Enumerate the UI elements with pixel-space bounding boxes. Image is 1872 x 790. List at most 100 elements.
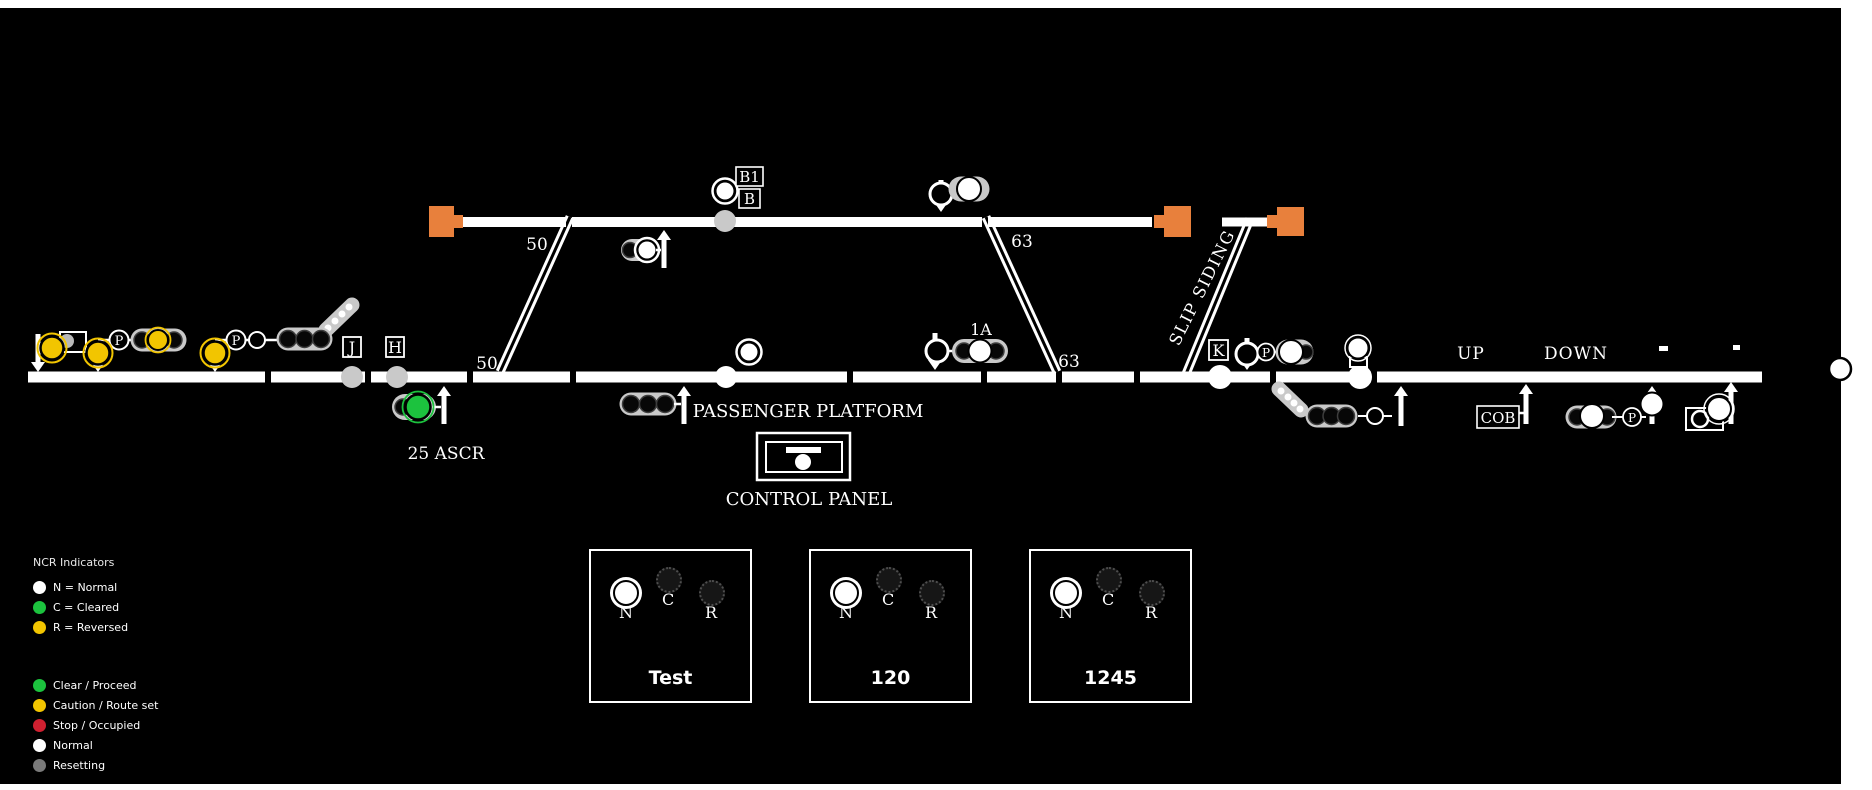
ncr-lamp-r[interactable]: [919, 580, 945, 606]
legend-item: Resetting: [33, 755, 158, 775]
ncr-panel-name: Test: [648, 667, 693, 689]
ncr-panel-name: 120: [870, 667, 911, 689]
label-points-50-upper: 50: [526, 235, 548, 255]
legend-dot-yellow-icon: [33, 698, 46, 712]
legend-dot-green-icon: [33, 600, 46, 614]
down-arrow-icon: [31, 362, 45, 372]
lamp-platform-upper[interactable]: [735, 338, 763, 366]
ncr-lamp-c-label: C: [1102, 590, 1115, 609]
signal-upper-right[interactable]: [928, 176, 990, 212]
ncr-lamp-r[interactable]: [1139, 580, 1165, 606]
crossover-63[interactable]: [981, 215, 1062, 374]
ncr-lamp-c[interactable]: [1096, 567, 1122, 593]
signal-1a[interactable]: 1A: [924, 320, 1008, 370]
label-points-50-lower: 50: [476, 354, 498, 374]
white-aspect: [1278, 339, 1304, 365]
yellow-aspect: [147, 329, 169, 351]
slip-siding-track[interactable]: [1181, 217, 1268, 376]
up-arrow-icon: [1394, 386, 1408, 396]
signal-upper-mid[interactable]: [621, 230, 672, 268]
ncr-panel-120: N C R 120: [809, 549, 972, 703]
signal-k[interactable]: P: [1234, 338, 1314, 370]
p-indicator: P: [115, 334, 124, 349]
signal-right-2[interactable]: P: [1565, 386, 1665, 429]
legend-item: Clear / Proceed: [33, 675, 158, 695]
yellow-lamp: [39, 335, 65, 361]
ncr-lamp-n[interactable]: [833, 580, 859, 606]
white-lamp: [1346, 336, 1370, 360]
label-down: DOWN: [1544, 344, 1608, 364]
ncr-lamp-n-label: N: [1059, 603, 1073, 622]
legend-dot-red-icon: [33, 718, 46, 732]
points-indicator-j[interactable]: [341, 366, 363, 388]
signal-left-1[interactable]: [31, 331, 87, 372]
ncr-lamp-r-label: R: [705, 603, 718, 622]
points-indicator-platform[interactable]: [715, 366, 737, 388]
points-indicator-right[interactable]: [1348, 365, 1372, 389]
white-lamp: [740, 343, 758, 361]
marker-k: K: [1208, 339, 1229, 361]
points-indicator-upper-b[interactable]: [714, 210, 736, 232]
buffer-stop-slip-siding: [1267, 207, 1304, 236]
yellow-lamp: [202, 340, 228, 366]
signal-left-2[interactable]: P: [82, 326, 187, 373]
ncr-lamp-n-label: N: [839, 603, 853, 622]
up-arrow-icon: [1519, 384, 1533, 394]
unlit-lamp: [1234, 341, 1260, 367]
ncr-lamp-n[interactable]: [613, 580, 639, 606]
white-lamp: [1706, 396, 1732, 422]
up-arrow-icon: [437, 386, 451, 396]
legend-dot-white-icon: [33, 580, 46, 594]
control-panel-icon[interactable]: [755, 431, 852, 482]
label-points-63-lower: 63: [1058, 352, 1080, 372]
svg-text:1A: 1A: [970, 320, 992, 339]
legend: NCR Indicators N = Normal C = Cleared R …: [33, 556, 158, 775]
signal-right-3[interactable]: [1685, 382, 1738, 431]
legend-item: N = Normal: [33, 577, 158, 597]
white-lamp: [1639, 391, 1665, 417]
white-lamp: [638, 241, 656, 259]
points-indicator-slip[interactable]: [1208, 365, 1232, 389]
ncr-lamp-r[interactable]: [699, 580, 725, 606]
ncr-lamp-c-label: C: [882, 590, 895, 609]
signal-left-3[interactable]: P: [199, 297, 360, 373]
legend-item: Caution / Route set: [33, 695, 158, 715]
legend-title: NCR Indicators: [33, 556, 115, 569]
track-marker-dot: [1659, 346, 1668, 351]
ncr-lamp-r-label: R: [1145, 603, 1158, 622]
signal-disc[interactable]: [1344, 334, 1372, 368]
signal-platform-lower[interactable]: [619, 386, 692, 424]
yellow-lamp: [85, 340, 111, 366]
p-indicator: P: [232, 334, 241, 349]
signal-right-feather[interactable]: [1271, 381, 1409, 428]
crossover-50[interactable]: [495, 215, 575, 374]
legend-item: C = Cleared: [33, 597, 158, 617]
label-points-63-upper: 63: [1011, 232, 1033, 252]
p-indicator: P: [1262, 346, 1270, 360]
legend-dot-gray-icon: [33, 758, 46, 772]
signal-25-ascr[interactable]: [392, 386, 451, 424]
ncr-panel-1245: N C R 1245: [1029, 549, 1192, 703]
svg-text:H: H: [388, 338, 402, 357]
p-indicator: P: [1628, 411, 1636, 425]
svg-text:COB: COB: [1481, 409, 1516, 427]
ncr-lamp-n[interactable]: [1053, 580, 1079, 606]
up-arrow-icon: [677, 386, 691, 396]
points-indicator-h[interactable]: [386, 366, 408, 388]
legend-item: Normal: [33, 735, 158, 755]
white-lamp: [716, 182, 734, 200]
buffer-stop-upper-left: [429, 206, 463, 237]
ncr-lamp-c[interactable]: [876, 567, 902, 593]
fringe-lamp: [1827, 356, 1853, 382]
legend-dot-green-icon: [33, 678, 46, 692]
ncr-panel-test: N C R Test: [589, 549, 752, 703]
white-aspect: [1579, 403, 1605, 429]
white-aspect: [956, 176, 982, 202]
signal-cob[interactable]: COB: [1476, 384, 1533, 429]
svg-text:J: J: [347, 338, 355, 357]
ncr-lamp-c[interactable]: [656, 567, 682, 593]
marker-h: H: [385, 336, 405, 358]
signal-b[interactable]: B1 B: [711, 166, 764, 209]
label-passenger-platform: PASSENGER PLATFORM: [693, 401, 924, 422]
svg-text:B: B: [744, 190, 755, 208]
